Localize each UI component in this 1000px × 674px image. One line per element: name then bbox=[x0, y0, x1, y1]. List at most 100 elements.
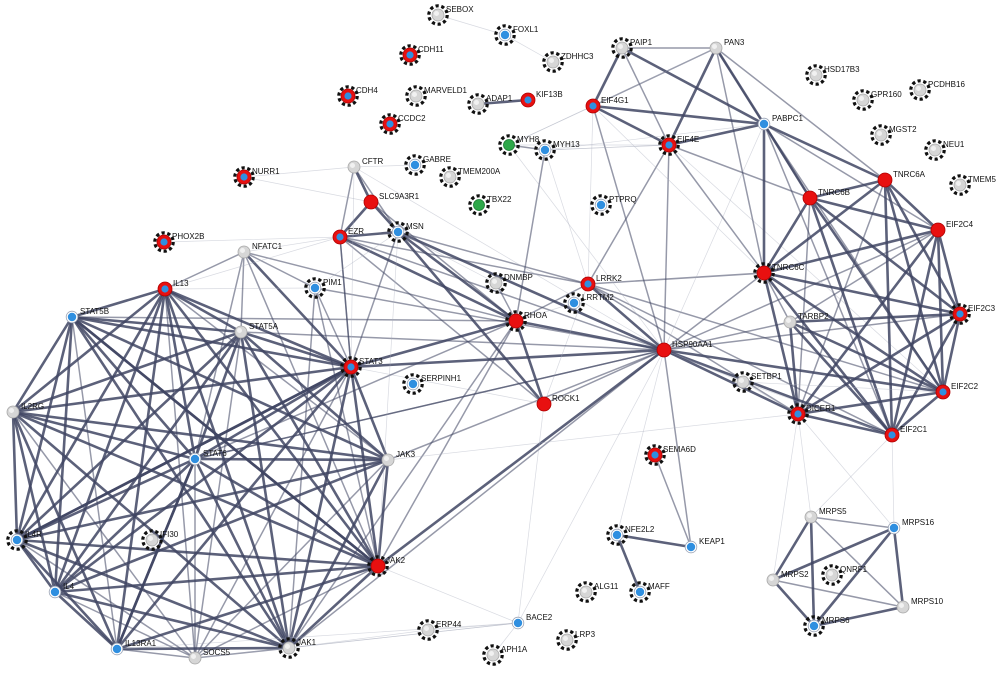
node-eif2c4[interactable]: EIF2C4 bbox=[930, 220, 974, 238]
node-label-sema6d: SEMA6D bbox=[663, 445, 696, 454]
node-tmem200a[interactable]: TMEM200A bbox=[439, 166, 501, 188]
node-rock1[interactable]: ROCK1 bbox=[536, 394, 580, 412]
node-slc9a3r1[interactable]: SLC9A3R1 bbox=[363, 192, 420, 210]
edge-hsp90aa1-eif2c4 bbox=[663, 229, 939, 351]
edge-msn-jak2 bbox=[377, 231, 399, 567]
node-lrrk2[interactable]: LRRK2 bbox=[580, 274, 622, 292]
node-ptprq[interactable]: PTPRQ bbox=[590, 194, 637, 216]
node-il4[interactable]: IL4 bbox=[48, 582, 75, 599]
node-sebox[interactable]: SEBOX bbox=[427, 4, 474, 26]
node-adap1[interactable]: ADAP1 bbox=[467, 93, 513, 115]
node-pcdhb16[interactable]: PCDHB16 bbox=[909, 79, 966, 101]
node-tnrc6b[interactable]: TNRC6B bbox=[802, 188, 850, 206]
node-dicer1[interactable]: DICER1 bbox=[787, 403, 836, 425]
edge-hsp90aa1-stat5a bbox=[240, 331, 665, 351]
node-mrps6[interactable]: MRPS6 bbox=[803, 615, 850, 637]
node-nfatc1[interactable]: NFATC1 bbox=[237, 242, 283, 259]
node-hsp90aa1[interactable]: HSP90AA1 bbox=[656, 340, 713, 358]
node-ezr[interactable]: EZR bbox=[332, 227, 364, 245]
node-label-ptprq: PTPRQ bbox=[609, 195, 637, 204]
node-jak2[interactable]: JAK2 bbox=[367, 555, 406, 577]
node-label-cdh4: CDH4 bbox=[356, 86, 378, 95]
node-pan3[interactable]: PAN3 bbox=[709, 38, 745, 55]
node-paip1[interactable]: PAIP1 bbox=[611, 37, 653, 59]
node-eif4e[interactable]: EIF4E bbox=[658, 134, 699, 156]
edge-msn-rock1 bbox=[396, 230, 546, 406]
node-mrps5[interactable]: MRPS5 bbox=[804, 507, 847, 524]
node-jak3[interactable]: JAK3 bbox=[381, 450, 416, 467]
node-label-mrps6: MRPS6 bbox=[822, 616, 850, 625]
node-lrp3[interactable]: LRP3 bbox=[556, 629, 596, 651]
edge-tnrc6b-eif2c1 bbox=[808, 196, 894, 437]
node-tmem5[interactable]: TMEM5 bbox=[949, 174, 997, 196]
node-dnmbp[interactable]: DNMBP bbox=[485, 272, 533, 294]
node-phox2b[interactable]: PHOX2B bbox=[153, 231, 205, 253]
node-ifi30[interactable]: IFI30 bbox=[141, 529, 179, 551]
node-marveld1[interactable]: MARVELD1 bbox=[405, 85, 468, 107]
node-keap1[interactable]: KEAP1 bbox=[684, 537, 725, 554]
node-qnrf1[interactable]: QNRF1 bbox=[821, 564, 868, 586]
edge-rock1-lrrk2 bbox=[543, 283, 589, 405]
node-il2rg[interactable]: IL2RG bbox=[6, 402, 44, 419]
node-sema6d[interactable]: SEMA6D bbox=[644, 444, 696, 466]
node-maff[interactable]: MAFF bbox=[629, 581, 670, 603]
node-eif2c1[interactable]: EIF2C1 bbox=[884, 425, 928, 443]
node-lrrtm2[interactable]: LRRTM2 bbox=[563, 292, 615, 314]
node-aph1a[interactable]: APH1A bbox=[482, 644, 528, 666]
node-gpr160[interactable]: GPR160 bbox=[852, 89, 902, 111]
node-il13[interactable]: IL13 bbox=[157, 279, 189, 297]
node-kif13b[interactable]: KIF13B bbox=[520, 90, 563, 108]
node-label-cdh11: CDH11 bbox=[418, 45, 444, 54]
node-jak1[interactable]: JAK1 bbox=[278, 637, 317, 659]
node-tbx22[interactable]: TBX22 bbox=[468, 194, 512, 216]
edge-il13ra1-jak2 bbox=[115, 564, 380, 651]
node-pabpc1[interactable]: PABPC1 bbox=[757, 114, 804, 131]
node-label-eif4g1: EIF4G1 bbox=[601, 96, 629, 105]
node-eif4g1[interactable]: EIF4G1 bbox=[585, 96, 629, 114]
node-zdhhc3[interactable]: ZDHHC3 bbox=[542, 51, 594, 73]
node-pim1[interactable]: PIM1 bbox=[304, 277, 342, 299]
node-bace2[interactable]: BACE2 bbox=[511, 613, 553, 630]
node-nfe2l2[interactable]: NFE2L2 bbox=[606, 524, 655, 546]
node-mrps2[interactable]: MRPS2 bbox=[766, 570, 809, 587]
node-il4r[interactable]: IL4R bbox=[6, 529, 42, 551]
edge-stat6-nfatc1 bbox=[194, 251, 245, 460]
node-alg11[interactable]: ALG11 bbox=[575, 581, 619, 603]
node-stat5a[interactable]: STAT5A bbox=[234, 322, 279, 339]
node-setbp1[interactable]: SETBP1 bbox=[732, 371, 782, 393]
node-serpinh1[interactable]: SERPINH1 bbox=[402, 373, 462, 395]
node-cdh4[interactable]: CDH4 bbox=[337, 85, 379, 107]
node-stat6[interactable]: STAT6 bbox=[188, 449, 227, 466]
node-hsd17b3[interactable]: HSD17B3 bbox=[805, 64, 860, 86]
node-label-nfe2l2: NFE2L2 bbox=[625, 525, 655, 534]
node-tnrc6c[interactable]: TNRC6C bbox=[753, 262, 805, 284]
node-mgst2[interactable]: MGST2 bbox=[870, 124, 917, 146]
node-nurr1[interactable]: NURR1 bbox=[233, 166, 280, 188]
edge-ezr-msn bbox=[338, 230, 400, 239]
node-ccdc2[interactable]: CCDC2 bbox=[379, 113, 426, 135]
node-stat5b[interactable]: STAT5B bbox=[65, 307, 109, 324]
node-neu1[interactable]: NEU1 bbox=[924, 139, 965, 161]
node-stat3[interactable]: STAT3 bbox=[340, 356, 383, 378]
node-erp44[interactable]: ERP44 bbox=[417, 619, 462, 641]
node-mrps10[interactable]: MRPS10 bbox=[896, 597, 944, 614]
node-gabre[interactable]: GABRE bbox=[404, 154, 451, 176]
node-eif2c2[interactable]: EIF2C2 bbox=[935, 382, 979, 400]
node-foxl1[interactable]: FOXL1 bbox=[494, 24, 539, 46]
node-eif2c3[interactable]: EIF2C3 bbox=[949, 303, 996, 325]
node-il13ra1[interactable]: IL13RA1 bbox=[110, 639, 157, 656]
node-rhoa[interactable]: RHOA bbox=[505, 310, 548, 332]
node-myh8[interactable]: MYH8 bbox=[498, 134, 540, 156]
node-mrps16[interactable]: MRPS16 bbox=[887, 518, 935, 535]
node-label-dnmbp: DNMBP bbox=[504, 273, 533, 282]
edge-jak3-hsp90aa1 bbox=[387, 349, 665, 461]
node-tnrc6a[interactable]: TNRC6A bbox=[877, 170, 926, 188]
edge-hsp90aa1-eif2c1 bbox=[662, 348, 894, 437]
node-msn[interactable]: MSN bbox=[387, 221, 424, 243]
node-myh13[interactable]: MYH13 bbox=[534, 139, 580, 161]
node-socs5[interactable]: SOCS5 bbox=[188, 648, 231, 665]
node-tarbp2[interactable]: TARBP2 bbox=[783, 312, 829, 329]
node-cftr[interactable]: CFTR bbox=[347, 157, 384, 174]
edge-eif2c3-tarbp2 bbox=[788, 312, 962, 324]
node-cdh11[interactable]: CDH11 bbox=[399, 44, 444, 66]
